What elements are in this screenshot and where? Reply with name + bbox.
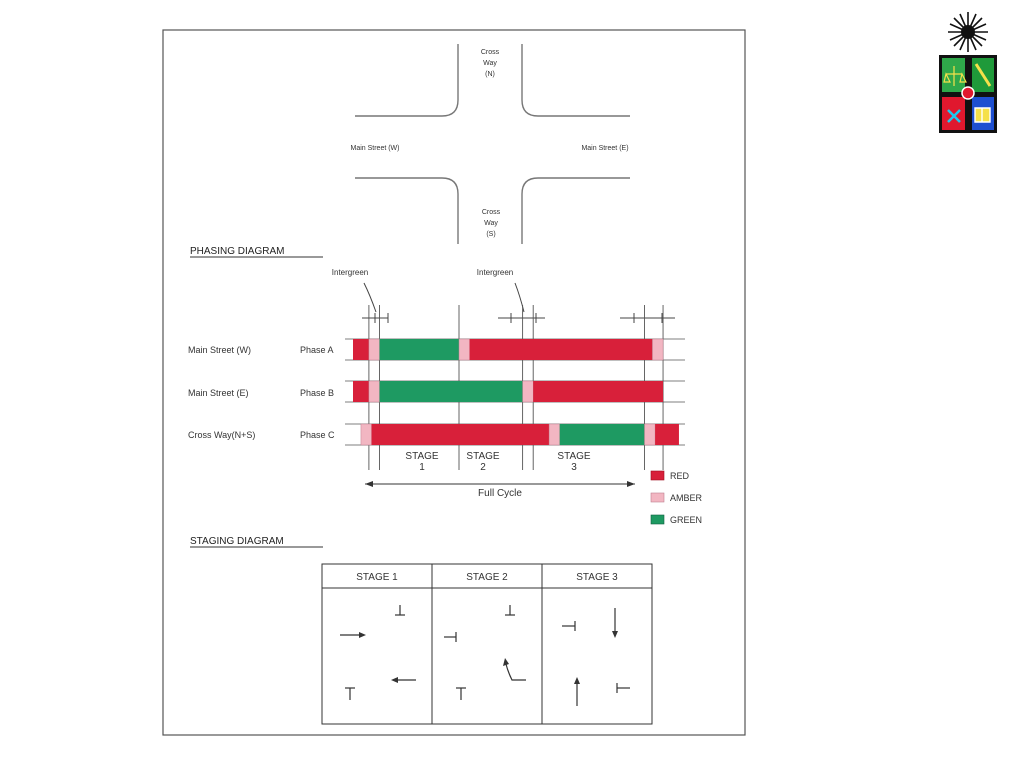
- stage-2-movements: [444, 605, 526, 700]
- north-label-line3: (N): [485, 71, 495, 78]
- university-crest-icon: [939, 12, 997, 133]
- phase-c-red-segment-2: [371, 424, 550, 445]
- stage-1-movements: [340, 605, 416, 700]
- phase-c-amber-segment-3: [548, 423, 560, 446]
- road-ne-kerb: [521, 44, 630, 117]
- crest-gear-icon: [947, 109, 961, 123]
- stage-1-eastbound-arrowhead: [359, 632, 366, 638]
- north-label-line1: Cross: [481, 49, 500, 56]
- west-label: Main Street (W): [350, 145, 399, 152]
- phase-b-green-segment-3: [379, 381, 523, 402]
- intergreen-label-2: Intergreen: [477, 268, 513, 277]
- row-phase-label-b: Phase B: [300, 388, 334, 398]
- row-street-label-a: Main Street (W): [188, 345, 251, 355]
- full-cycle-label: Full Cycle: [478, 488, 522, 499]
- phase-c-green-segment-4: [559, 424, 645, 445]
- legend-label-red: RED: [670, 471, 690, 481]
- row-street-label-b: Main Street (E): [188, 388, 249, 398]
- phase-b-amber-segment-2: [368, 380, 380, 403]
- stage-3-label-line1: STAGE: [557, 451, 590, 462]
- full-cycle-arrow-right: [627, 481, 635, 487]
- stage-2-label-line2: 2: [480, 462, 486, 473]
- junction-labels: Cross Way (N) Main Street (W) Main Stree…: [350, 49, 628, 238]
- phase-a-amber-segment-4: [458, 338, 470, 361]
- stage-3-movements: [562, 608, 630, 706]
- row-phase-label-a: Phase A: [300, 345, 334, 355]
- stage-1-westbound-arrowhead: [391, 677, 398, 683]
- stage-3-label-line2: 3: [571, 462, 577, 473]
- legend-label-amber: AMBER: [670, 493, 703, 503]
- intergreen-label-1: Intergreen: [332, 268, 368, 277]
- crest-torch-icon: [974, 63, 992, 87]
- stage-2-label-line1: STAGE: [466, 451, 499, 462]
- staging-table-border: [321, 563, 653, 725]
- staging-header-3: STAGE 3: [576, 572, 618, 583]
- phase-a-green-segment-3: [379, 339, 459, 360]
- road-sw-kerb: [355, 177, 459, 244]
- road-nw-kerb: [355, 44, 459, 117]
- phase-row-labels: Main Street (W) Phase A Main Street (E) …: [188, 345, 335, 440]
- crest-medallion: [961, 86, 975, 100]
- staging-table: [321, 563, 653, 725]
- legend-swatch-red: [650, 470, 665, 481]
- stage-3-northbound-arrowhead: [574, 677, 580, 684]
- south-label-line3: (S): [486, 231, 495, 238]
- legend-swatch-amber: [650, 492, 665, 503]
- stage-2-turn-arrowhead: [503, 658, 509, 666]
- staging-header-1: STAGE 1: [356, 572, 398, 583]
- legend: RED AMBER GREEN: [650, 470, 703, 525]
- stage-3-southbound-arrowhead: [612, 631, 618, 638]
- north-label-line2: Way: [483, 60, 497, 67]
- phase-b-red-segment-5: [533, 381, 664, 402]
- phase-a-red-segment-5: [469, 339, 653, 360]
- full-cycle-dimension: [365, 481, 635, 487]
- phasing-heading: PHASING DIAGRAM: [190, 246, 284, 257]
- south-label-line1: Cross: [482, 209, 501, 216]
- staging-heading: STAGING DIAGRAM: [190, 536, 284, 547]
- phase-bars: [353, 338, 679, 446]
- crest-book-icon: [974, 107, 991, 123]
- legend-label-green: GREEN: [670, 515, 702, 525]
- stage-2-turn-path: [505, 663, 526, 681]
- phase-b-red-segment-1: [353, 381, 369, 402]
- stage-labels: STAGE 1 STAGE 2 STAGE 3: [405, 451, 590, 473]
- crest-quarter-bl: [942, 97, 966, 130]
- junction-sketch: [355, 44, 630, 244]
- intergreen-leader-1: [363, 282, 377, 313]
- phase-c-red-segment-6: [655, 424, 679, 445]
- intergreen-leader-2: [514, 282, 525, 313]
- east-label: Main Street (E): [581, 145, 628, 152]
- phase-a-amber-segment-2: [368, 338, 380, 361]
- phase-a-amber-segment-6: [652, 338, 664, 361]
- intergreen-markers: [362, 313, 675, 323]
- stage-1-label-line2: 1: [419, 462, 425, 473]
- phase-b-amber-segment-4: [522, 380, 534, 403]
- stage-1-label-line1: STAGE: [405, 451, 438, 462]
- phase-c-amber-segment-5: [644, 423, 656, 446]
- phase-a-red-segment-1: [353, 339, 369, 360]
- legend-swatch-green: [650, 514, 665, 525]
- row-street-label-c: Cross Way(N+S): [188, 430, 255, 440]
- road-se-kerb: [521, 177, 630, 244]
- full-cycle-arrow-left: [365, 481, 373, 487]
- row-phase-label-c: Phase C: [300, 430, 335, 440]
- south-label-line2: Way: [484, 220, 498, 227]
- crest-scales-icon: [943, 66, 967, 86]
- phase-c-amber-segment-1: [360, 423, 372, 446]
- staging-header-2: STAGE 2: [466, 572, 508, 583]
